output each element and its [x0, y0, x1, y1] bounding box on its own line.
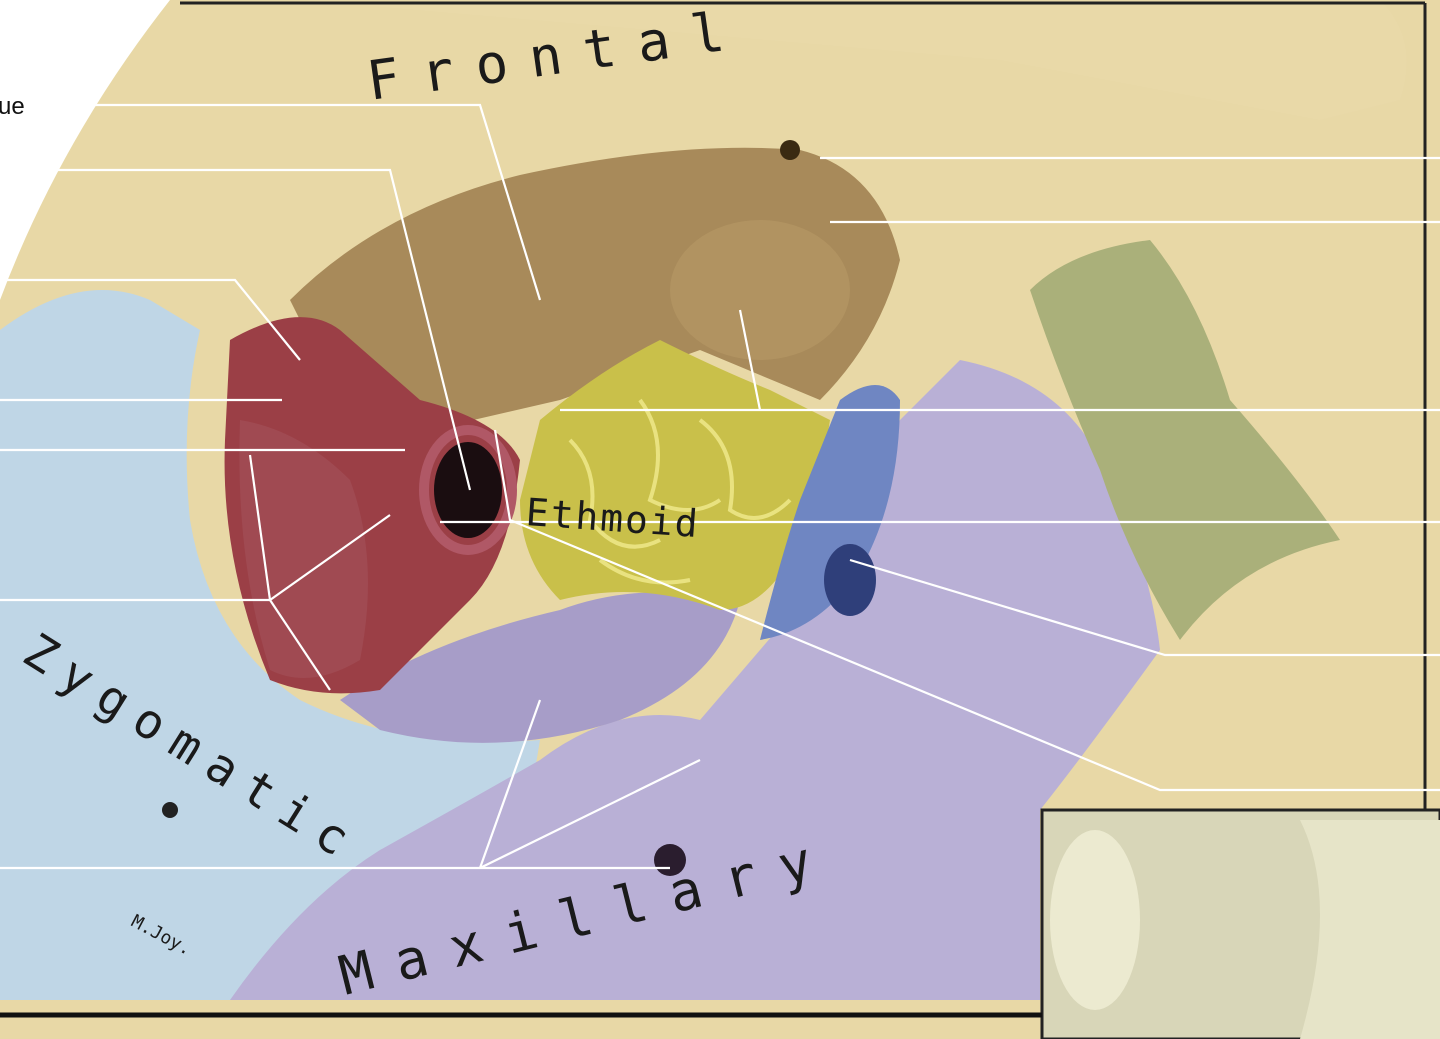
leader-line-2 [0, 168, 472, 491]
supraorbital-notch [780, 140, 800, 160]
leader-line-3 [0, 278, 301, 361]
lacrimal-fossa [824, 544, 876, 616]
frontal-shading [300, 0, 1407, 120]
leader-line-7c [479, 759, 701, 869]
orbit-roof-region [290, 147, 900, 430]
zygomaticofacial-foramen [162, 802, 178, 818]
leader-line-r6 [493, 429, 1440, 792]
maxillary-bone-region [230, 360, 1160, 1000]
leader-line-r5 [849, 558, 1440, 657]
optic-canal [434, 442, 502, 538]
orbit-roof-texture [670, 220, 850, 360]
leader-line-6b [248, 454, 272, 601]
maxillary-orbital-floor [340, 592, 740, 743]
photo-inset-eyeball-shape [1050, 830, 1140, 1010]
leader-line-6c [269, 599, 331, 691]
sphenoid-greater-wing [239, 420, 368, 678]
optic-canal-rim [419, 425, 517, 555]
lacrimal-bone-region [760, 385, 900, 640]
nasal-bone-region [1030, 240, 1340, 640]
cut-off-label: ue [0, 93, 25, 120]
zygomatic-bone-region [0, 290, 540, 1000]
ethmoid-bone-region [520, 340, 830, 610]
leader-line-7b [478, 699, 542, 869]
ethmoid-cell-pattern [568, 398, 792, 585]
leader-line-1 [40, 103, 542, 301]
leader-line-r3b [738, 309, 762, 411]
photo-inset-ridge [1300, 820, 1440, 1039]
